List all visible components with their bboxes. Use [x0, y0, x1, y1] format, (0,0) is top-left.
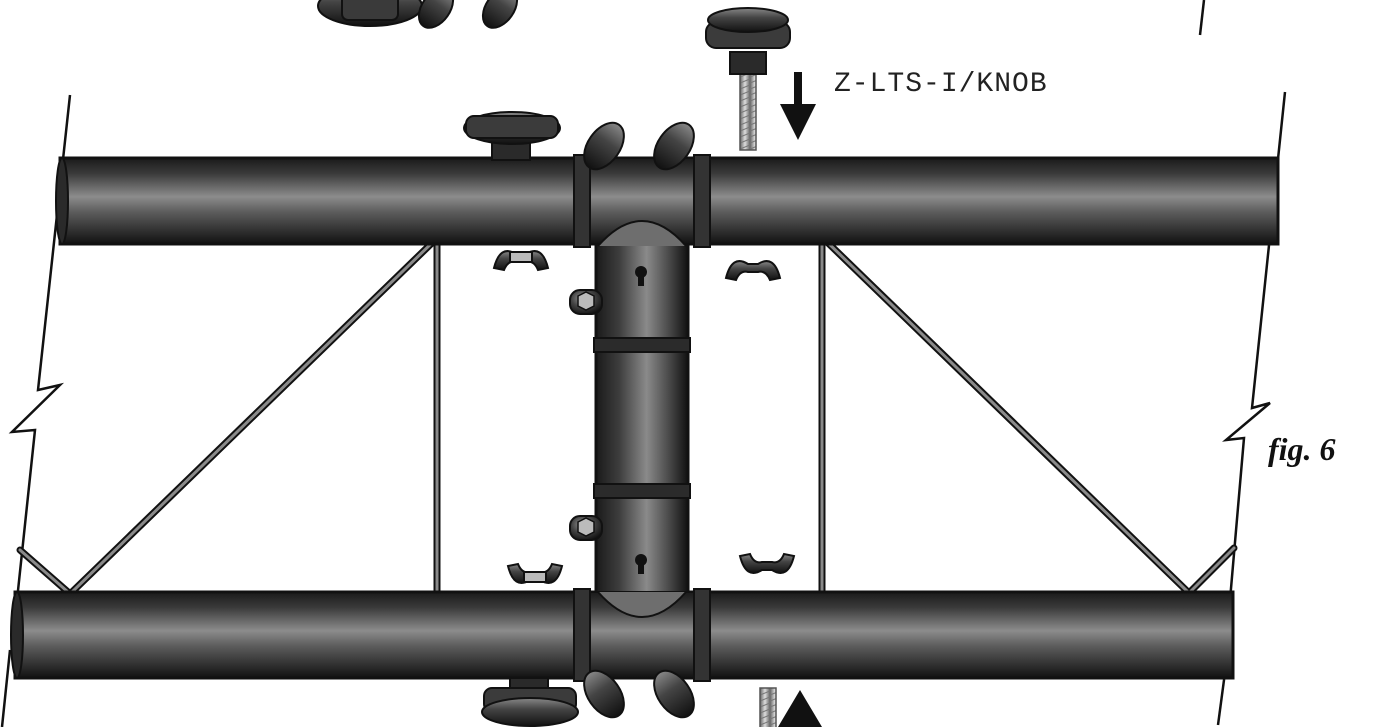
up-arrow-icon: [778, 690, 822, 727]
keyhole-slot: [635, 266, 647, 574]
knob-icon: [705, 7, 791, 151]
wing-nut-icon: [492, 250, 796, 584]
knob-icon: [317, 0, 423, 27]
threaded-bolt: [759, 687, 777, 727]
knob-icon: [463, 111, 561, 161]
wing-nut-icon: [417, 0, 519, 29]
part-label: Z-LTS-I/KNOB: [834, 69, 1048, 100]
figure-label: fig. 6: [1268, 431, 1336, 467]
wing-nut-icon: [583, 121, 695, 171]
hex-nut-icon: [569, 289, 603, 541]
wing-nut-icon: [583, 669, 695, 719]
knob-icon: [481, 677, 579, 727]
down-arrow-icon: [780, 72, 816, 140]
